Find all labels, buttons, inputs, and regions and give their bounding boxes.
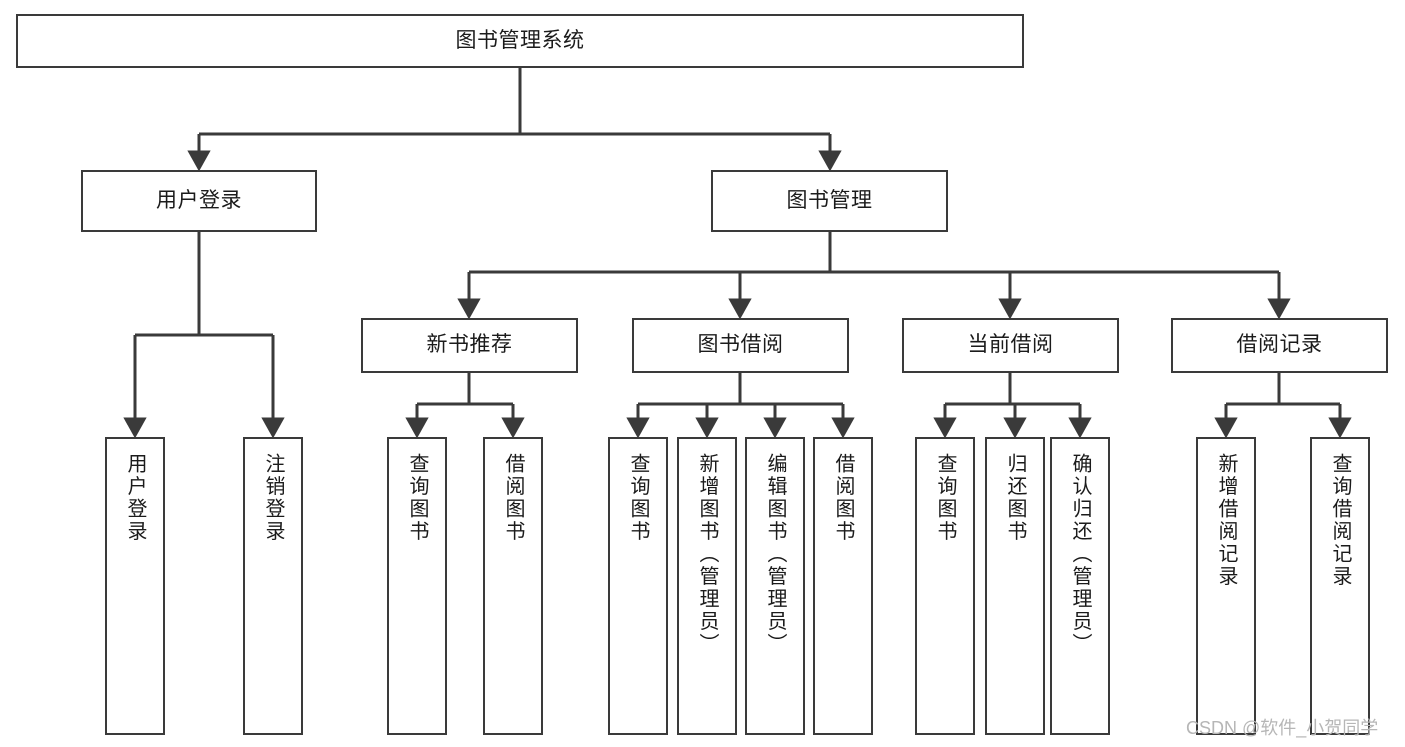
leaf-current-borrow-confirm-return[interactable]: 确认归还（管理员） bbox=[1050, 437, 1110, 735]
node-book-borrow[interactable]: 图书借阅 bbox=[632, 318, 849, 373]
leaf-user-login-login[interactable]: 用户登录 bbox=[105, 437, 165, 735]
node-book-management[interactable]: 图书管理 bbox=[711, 170, 948, 232]
node-label: 用户登录 bbox=[156, 188, 242, 212]
node-label: 图书借阅 bbox=[697, 333, 784, 357]
node-label: 查询图书 bbox=[627, 453, 649, 543]
node-current-borrow[interactable]: 当前借阅 bbox=[902, 318, 1119, 373]
leaf-user-login-logout[interactable]: 注销登录 bbox=[243, 437, 303, 735]
node-label: 图书管理 bbox=[786, 188, 873, 212]
node-label: 借阅图书 bbox=[502, 453, 524, 543]
node-new-book-recommend[interactable]: 新书推荐 bbox=[361, 318, 578, 373]
leaf-book-borrow-edit[interactable]: 编辑图书（管理员） bbox=[745, 437, 805, 735]
node-label: 借阅图书 bbox=[832, 453, 854, 543]
node-label: 确认归还（管理员） bbox=[1069, 453, 1091, 656]
node-label: 新增借阅记录 bbox=[1215, 453, 1237, 588]
node-label: 编辑图书（管理员） bbox=[764, 453, 786, 656]
node-label: 查询借阅记录 bbox=[1329, 453, 1351, 588]
leaf-book-borrow-query[interactable]: 查询图书 bbox=[608, 437, 668, 735]
leaf-new-book-borrow[interactable]: 借阅图书 bbox=[483, 437, 543, 735]
leaf-current-borrow-return[interactable]: 归还图书 bbox=[985, 437, 1045, 735]
leaf-current-borrow-query[interactable]: 查询图书 bbox=[915, 437, 975, 735]
node-user-login[interactable]: 用户登录 bbox=[81, 170, 317, 232]
node-label: 归还图书 bbox=[1004, 453, 1026, 543]
node-label: 用户登录 bbox=[124, 453, 146, 543]
leaf-borrow-record-query[interactable]: 查询借阅记录 bbox=[1310, 437, 1370, 735]
node-label: 查询图书 bbox=[406, 453, 428, 543]
node-label: 当前借阅 bbox=[967, 333, 1054, 357]
leaf-new-book-query[interactable]: 查询图书 bbox=[387, 437, 447, 735]
node-borrow-record[interactable]: 借阅记录 bbox=[1171, 318, 1388, 373]
node-label: 新书推荐 bbox=[426, 333, 513, 357]
csdn-watermark: CSDN @软件_小贺同学 bbox=[1186, 718, 1379, 738]
node-label: 新增图书（管理员） bbox=[696, 453, 718, 656]
node-root-book-management-system[interactable]: 图书管理系统 bbox=[16, 14, 1024, 68]
leaf-book-borrow-add[interactable]: 新增图书（管理员） bbox=[677, 437, 737, 735]
node-label: 借阅记录 bbox=[1236, 333, 1323, 357]
node-label: 注销登录 bbox=[262, 453, 284, 543]
node-label: 查询图书 bbox=[934, 453, 956, 543]
leaf-book-borrow-borrow[interactable]: 借阅图书 bbox=[813, 437, 873, 735]
node-label: 图书管理系统 bbox=[455, 28, 585, 52]
leaf-borrow-record-add[interactable]: 新增借阅记录 bbox=[1196, 437, 1256, 735]
